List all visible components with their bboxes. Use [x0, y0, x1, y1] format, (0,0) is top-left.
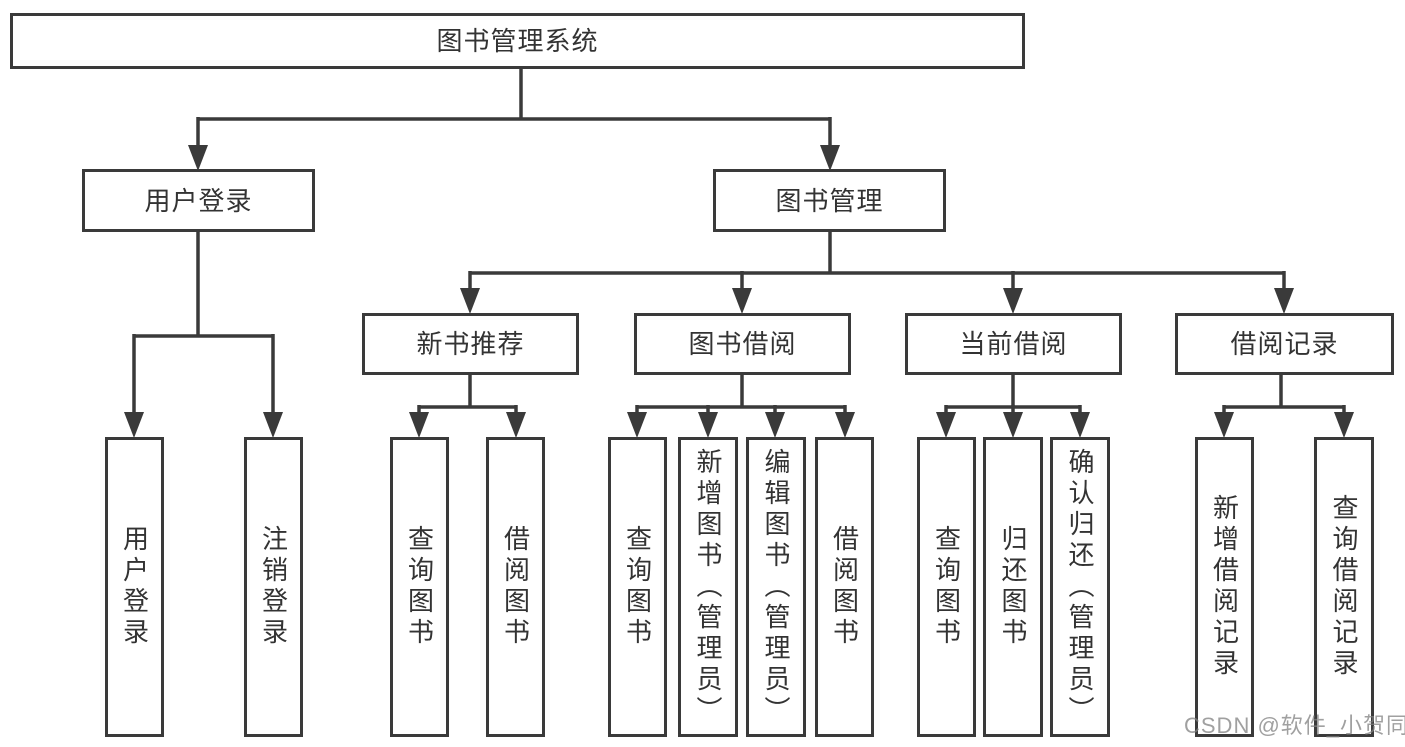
leaf-query-books-current: 查询图书	[917, 437, 976, 737]
leaf-borrow-books: 借阅图书	[815, 437, 874, 737]
node-borrow-records: 借阅记录	[1175, 313, 1394, 375]
leaf-query-books-recommend: 查询图书	[390, 437, 449, 737]
node-book-borrow: 图书借阅	[634, 313, 851, 375]
leaf-add-book-admin: 新增图书（管理员）	[678, 437, 738, 737]
leaf-add-borrow-record: 新增借阅记录	[1195, 437, 1254, 737]
leaf-edit-book-admin: 编辑图书（管理员）	[746, 437, 806, 737]
node-library-system: 图书管理系统	[10, 13, 1025, 69]
leaf-confirm-return-admin: 确认归还（管理员）	[1050, 437, 1110, 737]
leaf-query-books-borrow: 查询图书	[608, 437, 667, 737]
leaf-logout: 注销登录	[244, 437, 303, 737]
node-new-book-recommend: 新书推荐	[362, 313, 579, 375]
leaf-query-borrow-record: 查询借阅记录	[1314, 437, 1374, 737]
node-user-login: 用户登录	[82, 169, 315, 232]
node-current-borrow: 当前借阅	[905, 313, 1122, 375]
leaf-return-book: 归还图书	[983, 437, 1043, 737]
leaf-borrow-books-recommend: 借阅图书	[486, 437, 545, 737]
leaf-user-login: 用户登录	[105, 437, 164, 737]
csdn-watermark: CSDN @软件_小贺同学	[1184, 713, 1405, 738]
node-book-management: 图书管理	[713, 169, 946, 232]
